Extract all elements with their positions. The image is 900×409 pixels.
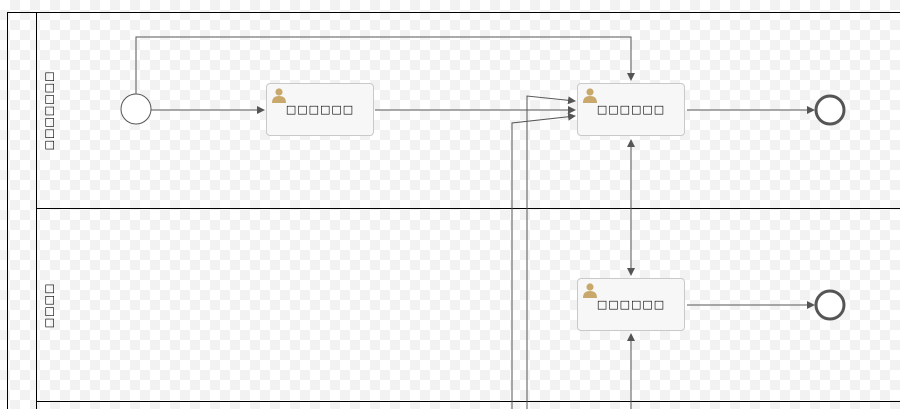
user-icon [272, 88, 286, 103]
lane-2-label-text: □□□□ [42, 282, 56, 328]
lane-label-2: □□□□ [36, 209, 62, 401]
flow-start-to-review-top[interactable] [135, 36, 635, 94]
user-icon [583, 88, 597, 103]
pool [7, 12, 900, 409]
end-event-1[interactable] [814, 94, 846, 126]
task-2-label: □□□□□□ [596, 103, 666, 116]
user-task-3[interactable]: □□□□□□ [577, 278, 685, 331]
start-event[interactable] [120, 93, 152, 125]
lane-1-label-text: □□□□□□□ [42, 70, 56, 150]
flow-incoming-1[interactable] [526, 95, 576, 409]
lane-label-1: □□□□□□□ [36, 12, 62, 208]
flow-incoming-2[interactable] [511, 112, 576, 409]
end-event-2[interactable] [814, 289, 846, 321]
user-task-2[interactable]: □□□□□□ [577, 83, 685, 136]
user-icon [583, 283, 597, 298]
user-task-1[interactable]: □□□□□□ [266, 83, 374, 136]
task-1-label: □□□□□□ [285, 103, 355, 116]
task-3-label: □□□□□□ [596, 298, 666, 311]
